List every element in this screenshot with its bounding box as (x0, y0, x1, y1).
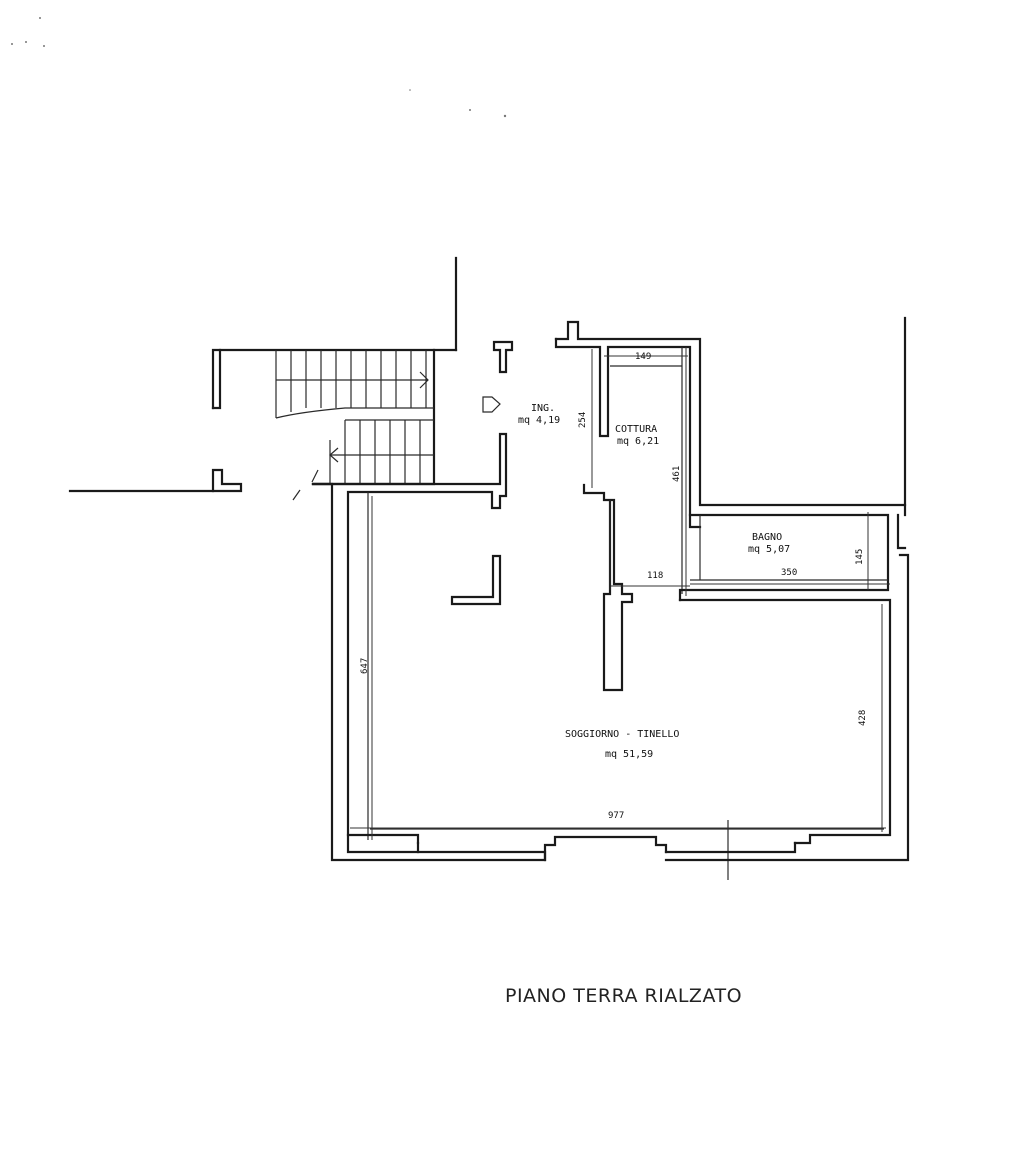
room-cottura: COTTURA mq 6,21 (615, 424, 659, 447)
room-area-cottura: mq 6,21 (617, 436, 659, 447)
room-area-ingresso: mq 4,19 (518, 415, 560, 426)
dim-cottura-height: 461 (672, 466, 682, 482)
dim-soggiorno-right-height: 428 (858, 710, 868, 726)
dim-ingresso-height: 254 (578, 412, 588, 428)
room-area-bagno: mq 5,07 (748, 544, 790, 555)
dim-soggiorno-left-height: 647 (360, 658, 370, 674)
dimension-lines (350, 347, 890, 840)
dim-bagno-height: 145 (855, 549, 865, 565)
room-name-ingresso: ING. (531, 403, 555, 414)
dim-soggiorno-width: 977 (608, 811, 624, 821)
room-name-bagno: BAGNO (752, 532, 782, 543)
dim-bagno-width: 350 (781, 568, 797, 578)
room-name-soggiorno: SOGGIORNO - TINELLO (565, 729, 679, 740)
room-bagno: BAGNO mq 5,07 (748, 532, 790, 555)
stair-treads (275, 350, 434, 501)
plan-title: PIANO TERRA RIALZATO (505, 985, 742, 1007)
room-name-cottura: COTTURA (615, 424, 657, 435)
site-lines (68, 256, 907, 880)
dim-cottura-width: 149 (635, 352, 651, 362)
entrance-posts (482, 340, 514, 413)
room-ingresso: ING. mq 4,19 (518, 403, 560, 426)
staircase (211, 348, 458, 501)
scan-marks (11, 17, 507, 118)
dimension-labels: 149 254 461 145 118 350 647 428 977 (360, 352, 868, 821)
dim-passage-width: 118 (647, 571, 663, 581)
room-area-soggiorno: mq 51,59 (605, 749, 653, 760)
room-soggiorno: SOGGIORNO - TINELLO mq 51,59 (565, 729, 679, 760)
walls (311, 320, 910, 862)
